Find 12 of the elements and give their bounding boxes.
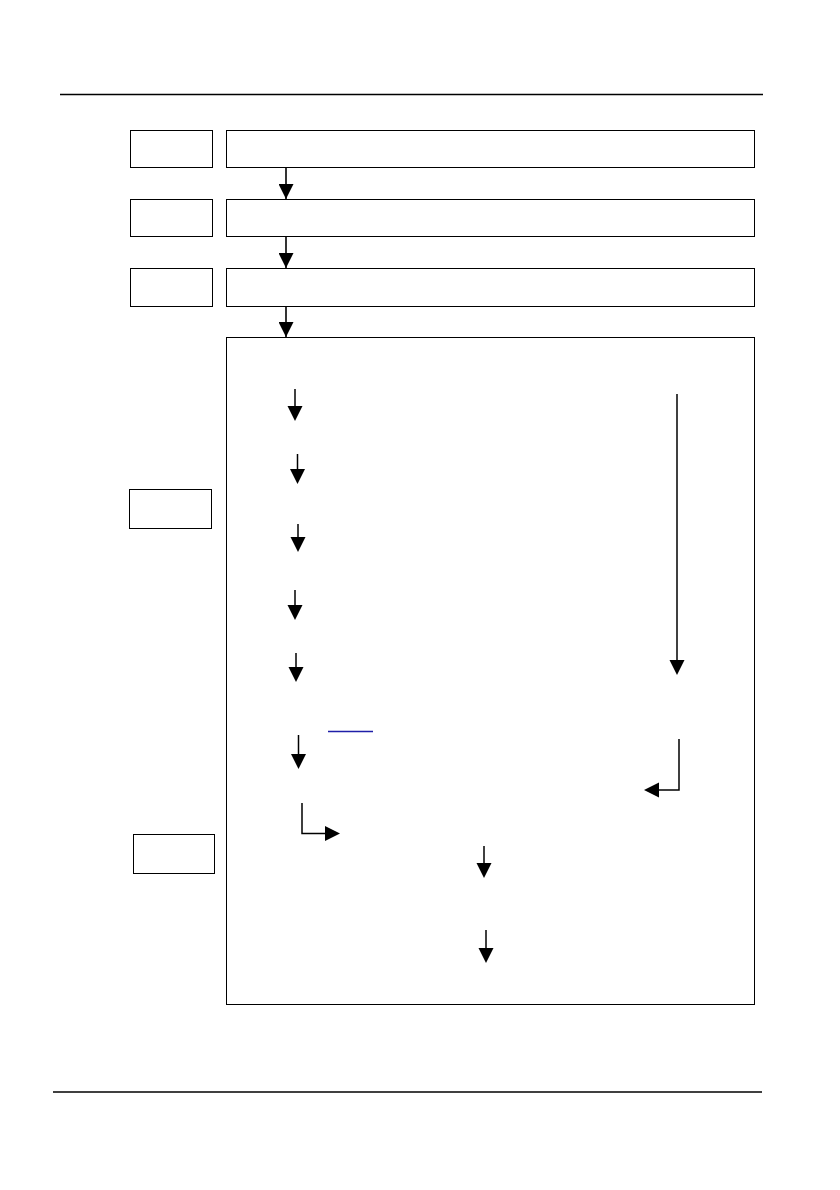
arrow xyxy=(278,236,294,269)
process-box xyxy=(226,268,755,307)
arrow xyxy=(278,306,294,338)
empty-box xyxy=(130,268,213,307)
process-box xyxy=(226,199,755,237)
empty-box xyxy=(129,489,212,529)
empty-box xyxy=(133,834,215,874)
empty-box xyxy=(130,130,213,168)
empty-box xyxy=(130,199,213,237)
container-box xyxy=(226,337,755,1005)
process-box xyxy=(226,130,755,168)
arrow xyxy=(278,167,294,200)
